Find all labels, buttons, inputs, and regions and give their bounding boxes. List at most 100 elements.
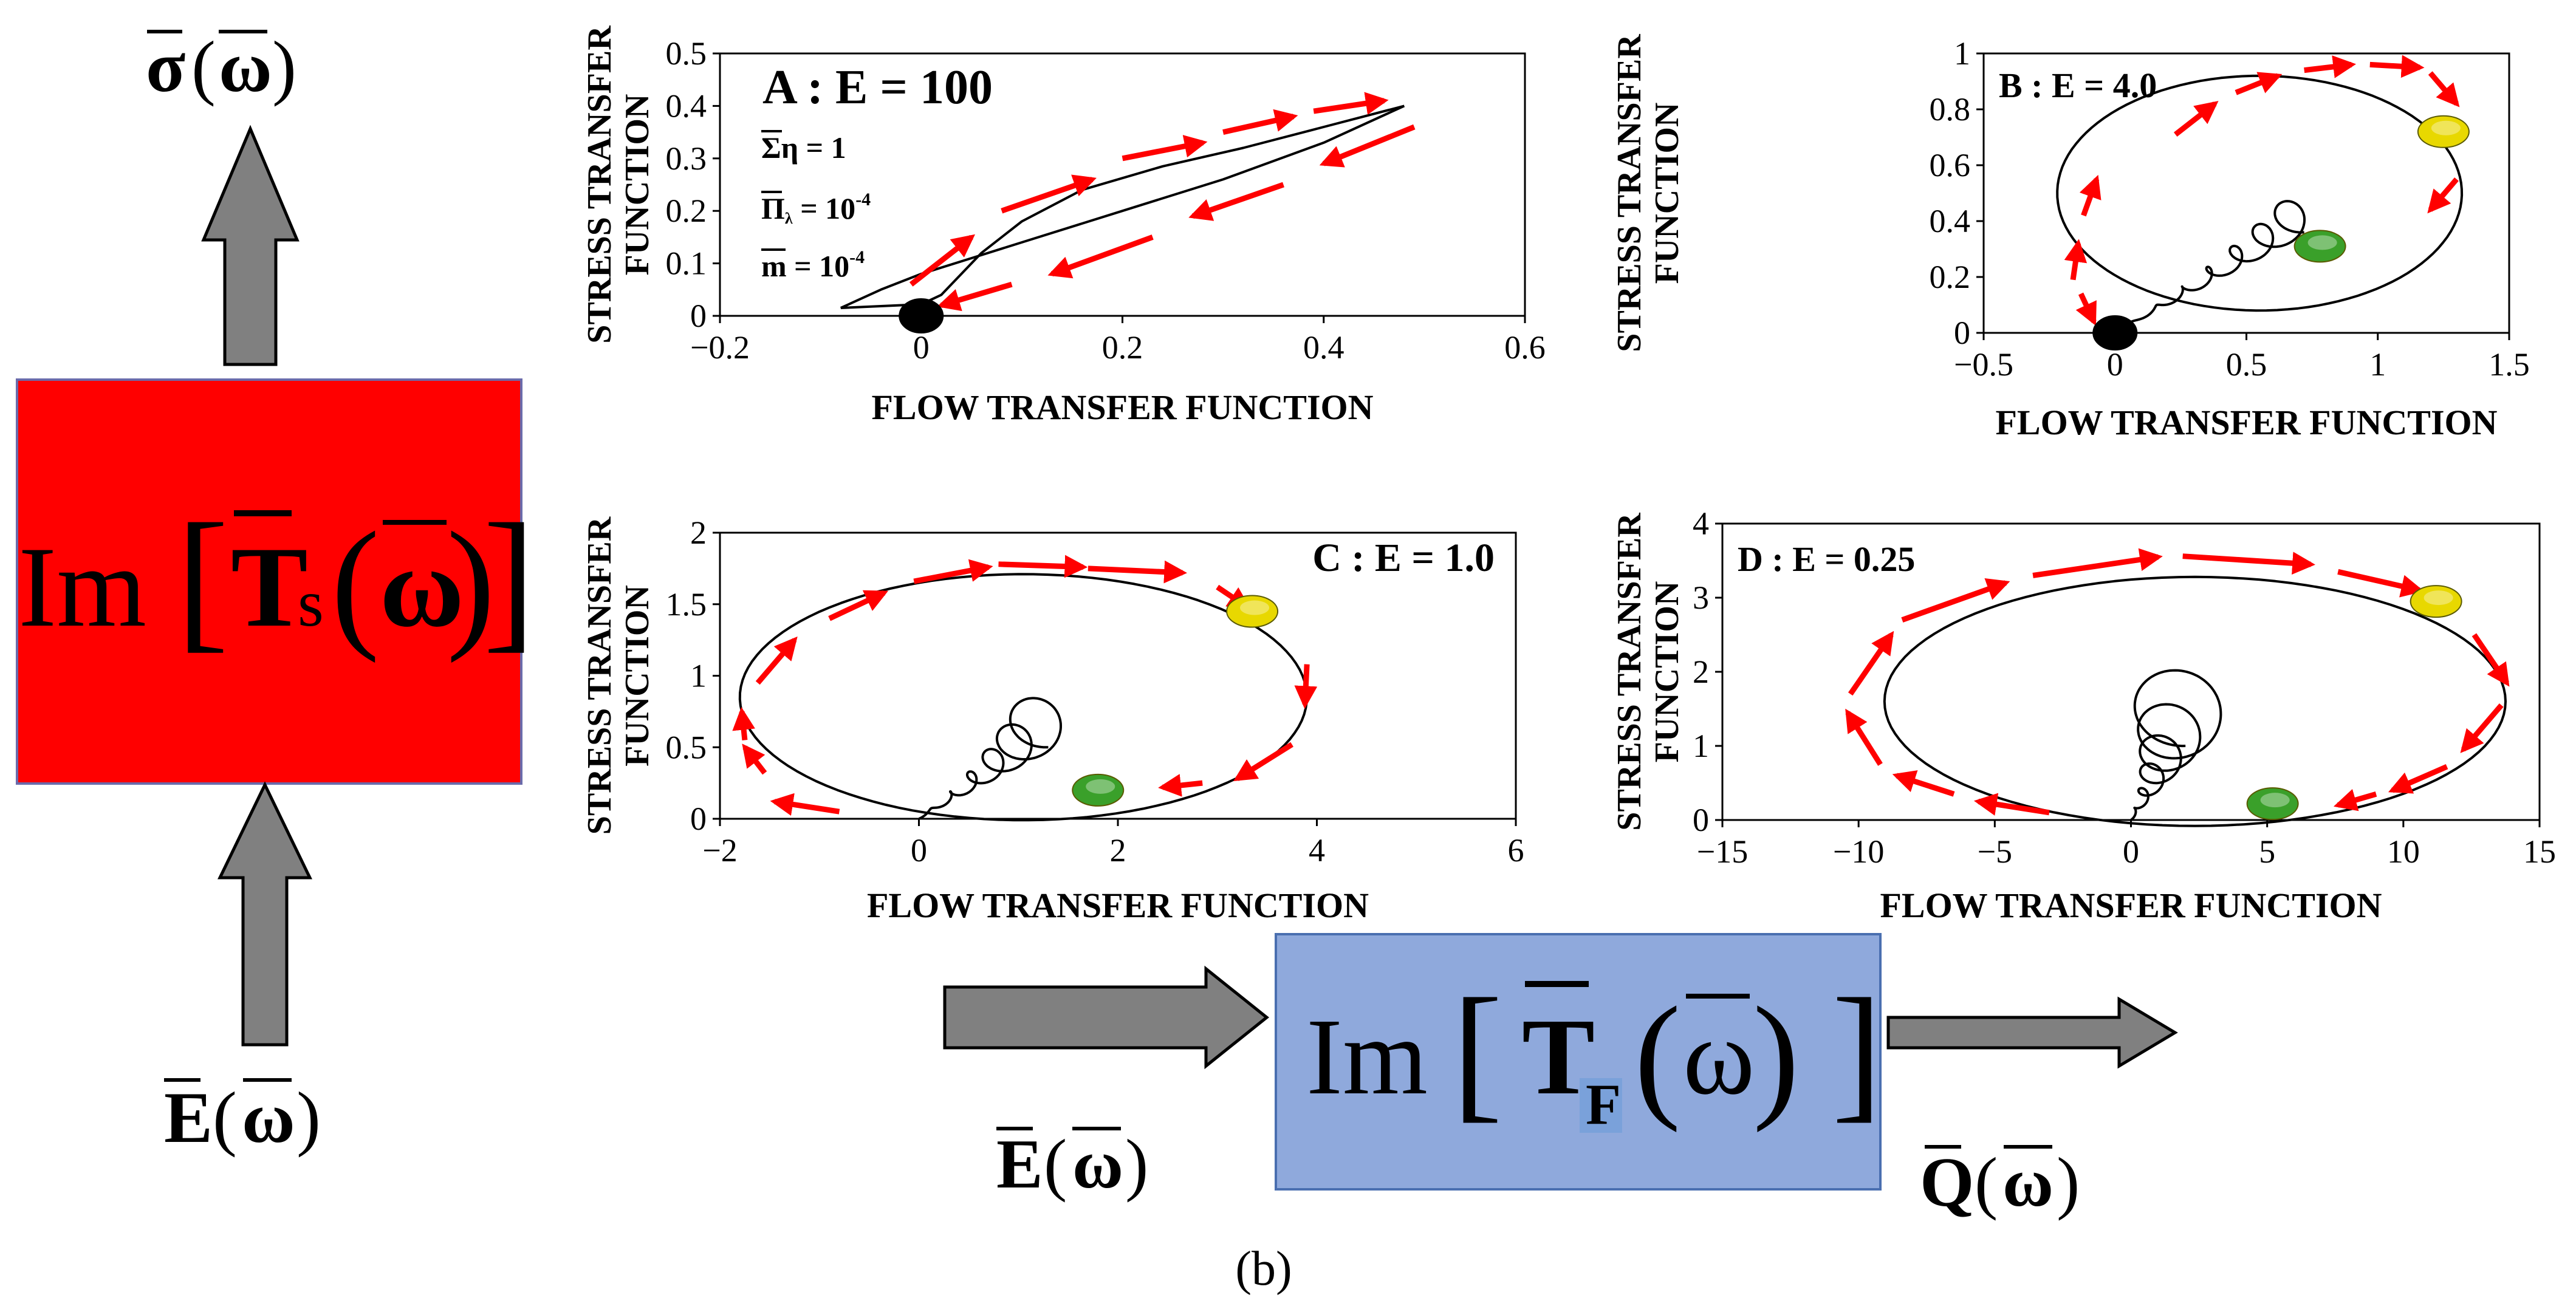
flow-transfer-block: Im [ T F ( ω ) ] E ( ω ) Q ( ω ) (943, 933, 2178, 1221)
y-tick-label: 3 (1693, 579, 1709, 616)
direction-arrow (2173, 101, 2219, 137)
stress-block-operator: T (231, 524, 308, 651)
direction-arrow (2337, 569, 2425, 598)
direction-arrow (2032, 548, 2163, 578)
parameter-text: Ση = 1 (761, 131, 846, 165)
svg-text:[: [ (176, 491, 229, 666)
direction-arrow (1313, 92, 1389, 115)
direction-arrow (770, 793, 840, 816)
marker-highlight (2307, 235, 2337, 250)
direction-arrow (1188, 182, 1284, 221)
y-tick-label: 0 (1954, 315, 1970, 351)
svg-text:(: ( (1044, 1126, 1067, 1203)
y-tick-label: 2 (690, 514, 707, 551)
x-tick-label: 0.4 (1303, 329, 1345, 366)
svg-text:): ) (272, 26, 296, 107)
svg-text:): ) (2057, 1144, 2080, 1221)
panel-title: B : E = 4.0 (1999, 66, 2157, 105)
y-tick-label: 0.1 (666, 245, 707, 282)
x-tick-label: 6 (1508, 832, 1524, 869)
green-marker (2293, 230, 2346, 263)
start-marker (899, 298, 944, 333)
flow-output-label: Q ( ω ) (1920, 1144, 2080, 1221)
start-marker (2092, 315, 2138, 350)
flow-input-label: E ( ω ) (996, 1126, 1148, 1203)
direction-arrow (1158, 774, 1203, 797)
y-axis-title: STRESS TRANSFER (581, 26, 618, 344)
y-axis-title: STRESS TRANSFER (581, 516, 618, 835)
y-tick-label: 0 (1693, 802, 1709, 838)
plot-area (719, 52, 1526, 317)
svg-text:(: ( (331, 502, 380, 663)
flow-block-box (1275, 933, 1882, 1191)
direction-arrow (2460, 703, 2504, 753)
direction-arrow (1901, 578, 2010, 623)
svg-text:): ) (447, 502, 495, 663)
direction-arrow (732, 706, 755, 740)
stress-input-label: E ( ω ) (164, 1077, 321, 1158)
green-marker (1072, 773, 1125, 807)
y-tick-label: 4 (1693, 505, 1709, 542)
stress-transfer-block: σ ( ω ) Im [ T s ( ω ) ] E ( ω (16, 26, 536, 1158)
x-tick-label: 0 (911, 832, 927, 869)
stress-input-argument: ω (242, 1077, 295, 1158)
svg-text:(: ( (1975, 1144, 1998, 1221)
marker-highlight (1240, 600, 1270, 615)
y-tick-label: 0.4 (1930, 203, 1971, 239)
parameter-text: Πλ = 10-4 (761, 190, 871, 227)
x-axis-title: FLOW TRANSFER FUNCTION (867, 886, 1369, 925)
direction-arrow (2075, 292, 2097, 326)
direction-arrow (2333, 788, 2377, 811)
orbit-line (2056, 74, 2464, 312)
direction-arrow (1294, 664, 1318, 709)
x-tick-label: 0 (913, 329, 930, 366)
y-tick-label: 1 (1954, 35, 1970, 72)
direction-arrow (1233, 742, 1293, 782)
figure-label: (b) (1235, 1242, 1292, 1296)
direction-arrow (1122, 135, 1208, 162)
y-tick-label: 1.5 (666, 586, 707, 623)
y-axis-title: FUNCTION (1648, 581, 1686, 763)
direction-arrow (2427, 177, 2459, 214)
stress-output-arrow (201, 125, 300, 366)
direction-arrow (2369, 55, 2425, 78)
stress-block-label: Im [ T s ( ω ) ] (18, 491, 536, 666)
direction-arrow (1892, 770, 1955, 797)
y-tick-label: 0.6 (1930, 147, 1971, 183)
direction-arrow (2079, 174, 2102, 217)
svg-text:[: [ (1452, 968, 1502, 1136)
svg-text:(: ( (213, 1077, 237, 1158)
parameter-annotation: m = 10-4 (761, 247, 865, 283)
x-tick-label: 2 (1110, 832, 1126, 869)
stress-block-argument: ω (380, 524, 464, 651)
y-tick-label: 1 (1693, 728, 1709, 764)
x-tick-label: 0 (2123, 833, 2139, 870)
direction-arrow (2428, 71, 2460, 108)
direction-arrow (913, 559, 993, 584)
y-tick-label: 0.4 (666, 87, 707, 124)
direction-arrow (2064, 239, 2088, 281)
direction-arrow (2304, 55, 2357, 78)
x-tick-label: 1 (2369, 346, 2386, 383)
flow-output-arrow (1886, 996, 2178, 1069)
y-tick-label: 0 (690, 801, 707, 837)
flow-block-subscript: F (1586, 1072, 1621, 1136)
direction-arrow (755, 636, 798, 685)
svg-text:(: ( (191, 26, 216, 107)
x-axis-title: FLOW TRANSFER FUNCTION (1880, 886, 2382, 925)
y-axis-title: FUNCTION (618, 94, 656, 276)
panel-title: D : E = 0.25 (1738, 539, 1915, 579)
x-tick-label: −0.2 (690, 329, 750, 366)
direction-arrow (1319, 124, 1416, 168)
flow-output-symbol: Q (1920, 1144, 1974, 1221)
marker-highlight (2431, 120, 2461, 135)
x-tick-label: 15 (2523, 833, 2556, 870)
stress-block-im: Im (18, 524, 146, 651)
y-axis-title: STRESS TRANSFER (1611, 513, 1648, 831)
x-tick-label: 0.6 (1504, 329, 1546, 366)
y-tick-label: 0.5 (666, 729, 707, 765)
direction-arrow (909, 234, 976, 287)
stress-output-argument: ω (219, 26, 272, 107)
